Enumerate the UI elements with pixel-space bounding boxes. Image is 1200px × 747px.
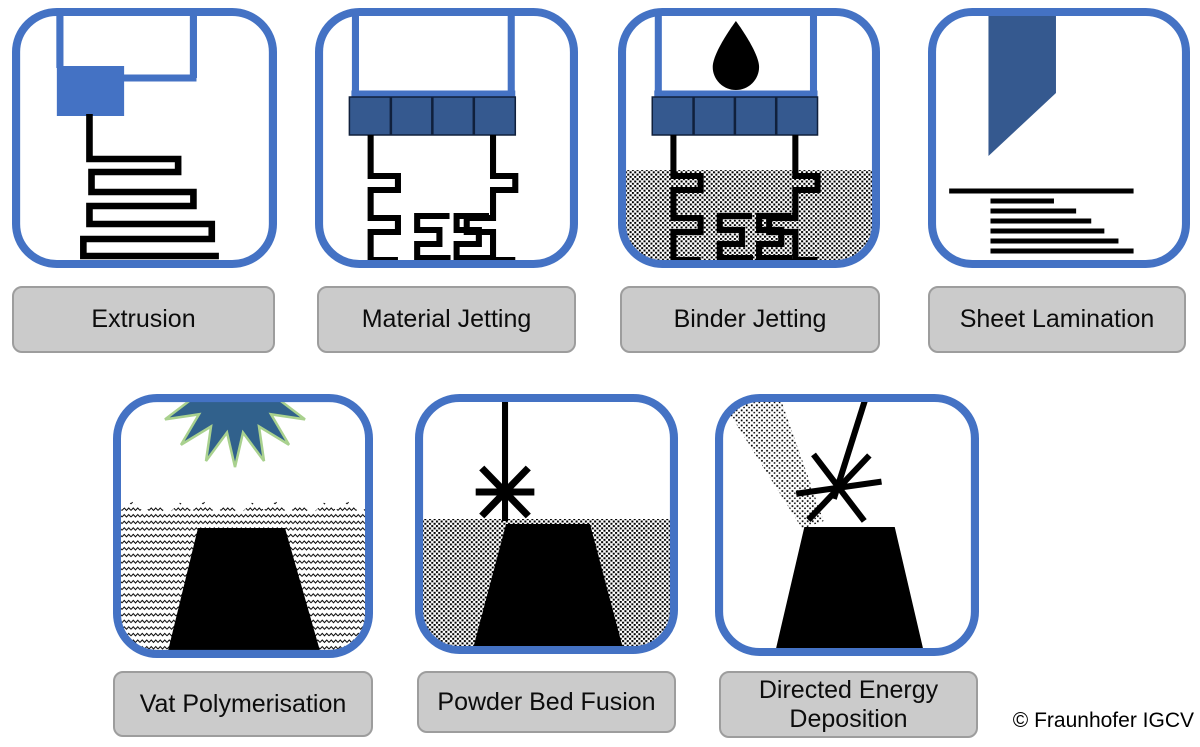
- laser-beam: [830, 401, 870, 500]
- jetting-printhead: [651, 15, 819, 136]
- tile-sheet-lamination: [928, 8, 1190, 268]
- part-trapezoid: [168, 528, 320, 651]
- bound-material-layers: [670, 135, 821, 261]
- extruder-gantry: [56, 15, 197, 116]
- part-trapezoid: [473, 524, 623, 646]
- label-binder-jetting: Binder Jetting: [620, 286, 880, 353]
- binder-droplet-icon: [712, 21, 760, 90]
- label-material-jetting: Material Jetting: [317, 286, 576, 353]
- label-text: Vat Polymerisation: [139, 689, 347, 718]
- tile-powder-bed-fusion: [415, 394, 678, 654]
- material-jetting-icon: [315, 8, 578, 268]
- tile-material-jetting: [315, 8, 578, 268]
- label-text: Sheet Lamination: [959, 305, 1155, 334]
- label-text: Extrusion: [91, 305, 196, 334]
- extrusion-icon: [12, 8, 277, 268]
- vat-polymerisation-icon: [113, 394, 373, 658]
- label-text: Directed Energy Deposition: [758, 675, 939, 733]
- label-text: Material Jetting: [361, 305, 532, 334]
- laser-spark-icon: [795, 452, 882, 523]
- tile-extrusion: [12, 8, 277, 268]
- laser-spark-icon: [475, 465, 535, 519]
- tile-vat-polymerisation: [113, 394, 373, 658]
- label-powder-bed-fusion: Powder Bed Fusion: [417, 671, 676, 733]
- label-text: Binder Jetting: [673, 305, 827, 334]
- label-vat-polymerisation: Vat Polymerisation: [113, 671, 373, 737]
- label-extrusion: Extrusion: [12, 286, 275, 353]
- label-directed-energy-deposition: Directed Energy Deposition: [719, 671, 978, 738]
- tile-directed-energy-deposition: [715, 394, 979, 656]
- extruded-filament-path: [80, 114, 219, 260]
- sheet-lamination-icon: [928, 8, 1190, 268]
- label-sheet-lamination: Sheet Lamination: [928, 286, 1186, 353]
- copyright-notice: © Fraunhofer IGCV: [1012, 709, 1194, 732]
- cutting-blade: [988, 15, 1056, 156]
- directed-energy-deposition-icon: [715, 394, 979, 656]
- powder-bed-fusion-icon: [415, 394, 678, 654]
- part-trapezoid: [775, 527, 924, 649]
- binder-jetting-icon: [618, 8, 880, 268]
- label-text: Powder Bed Fusion: [437, 687, 656, 716]
- extruder-head: [56, 66, 125, 116]
- laminated-sheets: [949, 188, 1134, 254]
- tile-binder-jetting: [618, 8, 880, 268]
- jetting-printhead: [348, 15, 517, 136]
- jetted-material-layers: [367, 135, 519, 261]
